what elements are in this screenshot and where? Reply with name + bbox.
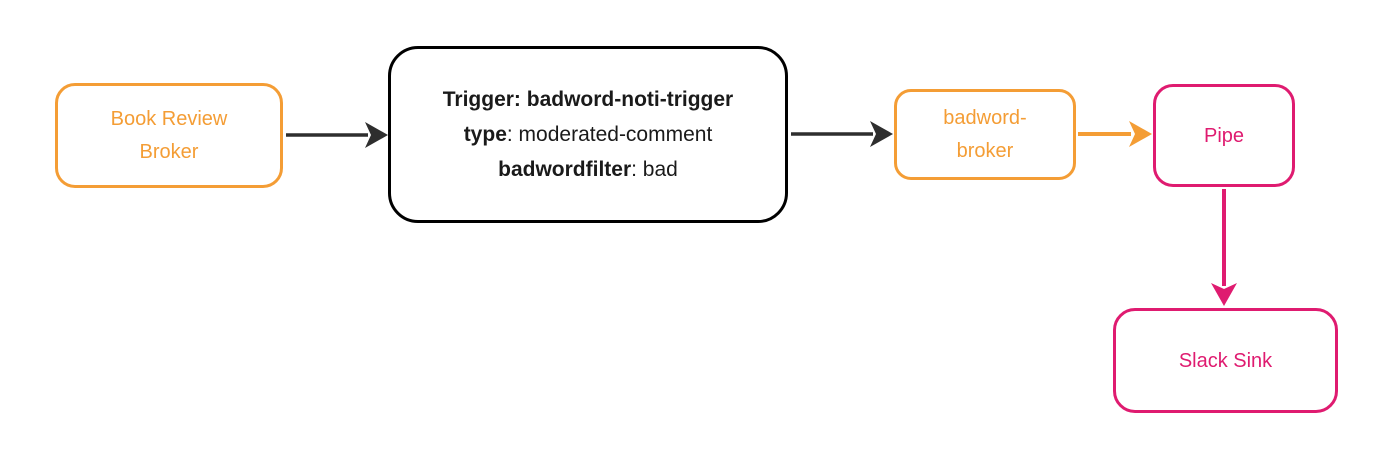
label-line: badword-: [943, 106, 1027, 129]
node-trigger-label: Trigger: badword-noti-trigger type: mode…: [391, 82, 785, 187]
arrow-badword-broker-to-pipe: [1078, 121, 1152, 147]
node-book-review-broker[interactable]: Book Review Broker: [55, 83, 283, 188]
trigger-filter-line: badwordfilter: bad: [391, 152, 785, 187]
node-badword-broker[interactable]: badword- broker: [894, 89, 1076, 180]
arrow-trigger-to-badword-broker: [791, 121, 893, 147]
trigger-filter-value: : bad: [631, 158, 678, 181]
trigger-type-key: type: [463, 123, 507, 146]
trigger-name-line: Trigger: badword-noti-trigger: [442, 88, 734, 111]
label-line: Broker: [139, 140, 199, 163]
node-badword-broker-label: badword- broker: [897, 102, 1073, 168]
trigger-type-value: : moderated-comment: [506, 123, 713, 146]
node-book-review-broker-label: Book Review Broker: [58, 103, 280, 169]
trigger-filter-key: badwordfilter: [498, 158, 632, 181]
node-pipe-label: Pipe: [1203, 124, 1245, 147]
trigger-type-line: type: moderated-comment: [391, 117, 785, 152]
arrow-pipe-to-slack-sink: [1211, 189, 1237, 306]
arrow-book-review-broker-to-trigger: [286, 122, 388, 148]
label-line: Book Review: [110, 107, 228, 130]
node-slack-sink[interactable]: Slack Sink: [1113, 308, 1338, 413]
node-trigger-badword-noti-trigger[interactable]: Trigger: badword-noti-trigger type: mode…: [388, 46, 788, 223]
node-pipe[interactable]: Pipe: [1153, 84, 1295, 187]
label-line: broker: [956, 139, 1014, 162]
node-slack-sink-label: Slack Sink: [1178, 349, 1273, 372]
